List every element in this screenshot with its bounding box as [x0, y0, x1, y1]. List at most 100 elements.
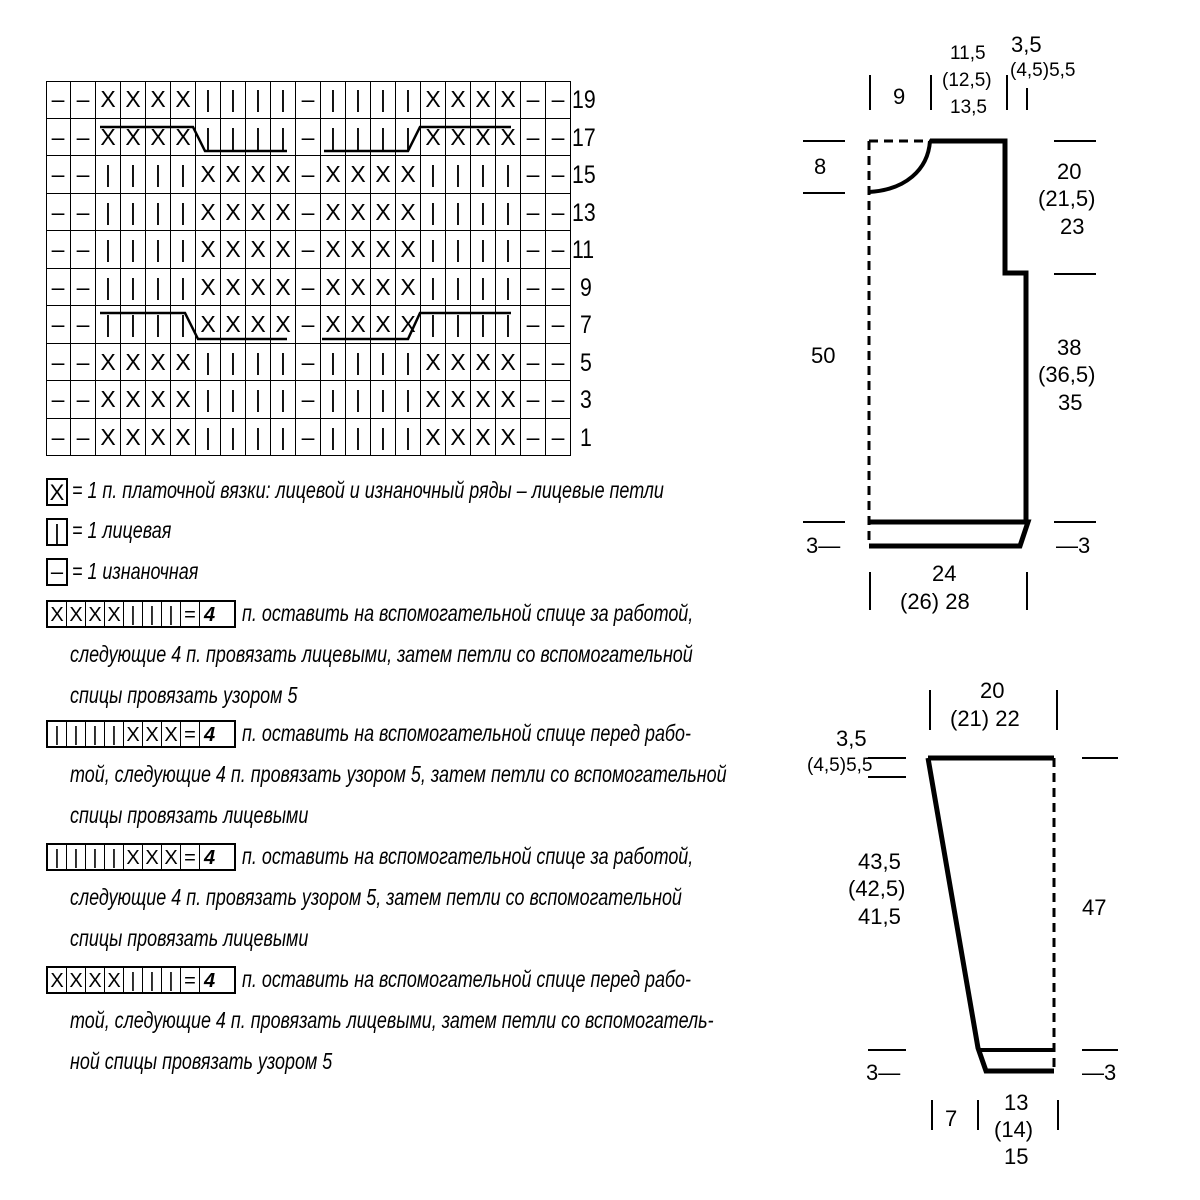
sleeve-dimension-ticks — [868, 690, 1118, 1130]
cable-symbol-cell: | — [124, 602, 143, 626]
chart-cell: | — [196, 418, 221, 456]
chart-cell: X — [196, 156, 221, 194]
body-rib-left: 3— — [806, 533, 841, 558]
chart-cell: X — [171, 118, 196, 156]
chart-cell: | — [471, 193, 496, 231]
chart-cell: | — [446, 231, 471, 269]
chart-cell: – — [521, 118, 546, 156]
chart-cell: X — [146, 118, 171, 156]
chart-cell: | — [246, 118, 271, 156]
chart-cell: X — [321, 193, 346, 231]
cable-symbol-cell: X — [86, 602, 105, 626]
cable-symbol-cell: | — [86, 722, 105, 746]
chart-cell: X — [371, 268, 396, 306]
chart-cell: X — [146, 381, 171, 419]
chart-cell: | — [496, 306, 521, 344]
chart-cell: – — [46, 231, 71, 269]
chart-cell: – — [71, 81, 96, 119]
chart-cell: | — [246, 81, 271, 119]
chart-cell: | — [496, 231, 521, 269]
chart-cell: | — [496, 193, 521, 231]
chart-row-number: 7 — [580, 311, 592, 339]
chart-cell: X — [396, 156, 421, 194]
chart-cell: | — [446, 268, 471, 306]
body-shoulder-top-1: 11,5 — [950, 43, 986, 64]
chart-cell: – — [546, 306, 571, 344]
chart-cell: | — [496, 156, 521, 194]
chart-cell: X — [496, 81, 521, 119]
chart-cell: X — [471, 381, 496, 419]
chart-cell: – — [71, 306, 96, 344]
chart-cell: – — [71, 156, 96, 194]
chart-cell: – — [296, 306, 321, 344]
chart-cell: | — [121, 193, 146, 231]
chart-cell: X — [396, 306, 421, 344]
chart-cell: X — [196, 268, 221, 306]
cable4-text-line: ной спицы провязать узором 5 — [70, 1048, 333, 1074]
chart-cell: | — [246, 381, 271, 419]
chart-cell: X — [221, 156, 246, 194]
cable-symbol-cell: X — [86, 968, 105, 992]
chart-cell: X — [146, 418, 171, 456]
knit-stitch-legend: = 1 лицевая — [72, 517, 172, 543]
chart-cell: | — [196, 343, 221, 381]
chart-cell: | — [321, 381, 346, 419]
sleeve-top-width-1: 20 — [980, 678, 1005, 703]
chart-cell: X — [371, 193, 396, 231]
chart-cell: – — [546, 231, 571, 269]
chart-cell: | — [146, 156, 171, 194]
chart-cell: | — [421, 306, 446, 344]
chart-cell: | — [96, 268, 121, 306]
chart-cell: X — [171, 381, 196, 419]
chart-cell: X — [471, 343, 496, 381]
chart-cell: – — [296, 193, 321, 231]
chart-row-number: 3 — [580, 386, 592, 414]
body-armhole-shift-1: 3,5 — [1011, 32, 1042, 57]
chart-cell: X — [246, 156, 271, 194]
chart-cell: X — [121, 118, 146, 156]
chart-cell: | — [321, 118, 346, 156]
chart-cell: – — [46, 193, 71, 231]
cable-symbol-cell: X — [162, 722, 181, 746]
garter-stitch-symbol: X — [46, 478, 68, 506]
sleeve-rib-right: —3 — [1082, 1060, 1117, 1085]
body-shoulder-top-2: (12,5) — [942, 70, 992, 91]
chart-cell: | — [146, 268, 171, 306]
chart-cell: X — [421, 81, 446, 119]
cable-symbol-cell: | — [86, 845, 105, 869]
chart-cell: | — [221, 81, 246, 119]
chart-cell: X — [96, 418, 121, 456]
chart-cell: | — [221, 118, 246, 156]
chart-cell: – — [71, 118, 96, 156]
cable2-text-line: той, следующие 4 п. провязать узором 5, … — [70, 761, 727, 787]
chart-cell: X — [346, 156, 371, 194]
chart-cell: | — [346, 343, 371, 381]
chart-cell: X — [271, 156, 296, 194]
chart-cell: | — [396, 381, 421, 419]
chart-cell: – — [521, 343, 546, 381]
cable-symbol-cell: X — [67, 968, 86, 992]
chart-cell: X — [146, 81, 171, 119]
chart-cell: – — [296, 343, 321, 381]
sleeve-slant-2: (42,5) — [848, 876, 906, 901]
cable3-text-line: спицы провязать лицевыми — [70, 925, 309, 951]
chart-cell: | — [446, 193, 471, 231]
chart-cell: X — [221, 306, 246, 344]
chart-cell: – — [46, 81, 71, 119]
chart-cell: | — [371, 381, 396, 419]
chart-cell: – — [521, 381, 546, 419]
chart-cell: X — [96, 381, 121, 419]
chart-cell: X — [421, 343, 446, 381]
chart-cell: X — [446, 418, 471, 456]
chart-cell: X — [171, 81, 196, 119]
garter-stitch-legend: = 1 п. платочной вязки: лицевой и изнано… — [72, 477, 664, 503]
chart-cell: X — [121, 381, 146, 419]
chart-cell: | — [121, 268, 146, 306]
chart-cell: | — [96, 193, 121, 231]
body-length: 50 — [811, 343, 836, 368]
chart-cell: X — [221, 231, 246, 269]
chart-cell: | — [271, 118, 296, 156]
chart-cell: X — [321, 156, 346, 194]
cable-symbol-count: 4 — [203, 604, 216, 626]
